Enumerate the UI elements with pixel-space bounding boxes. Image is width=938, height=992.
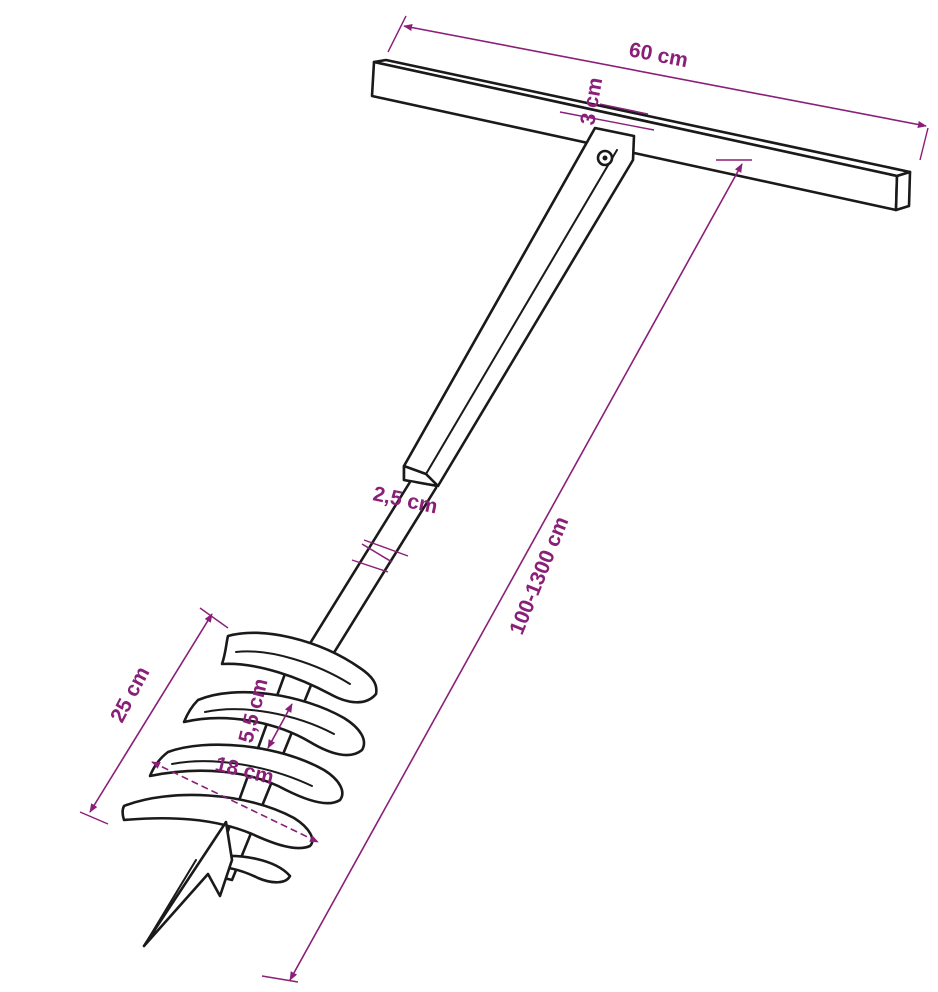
label-total-length: 100-1300 cm [505,513,573,637]
label-handle-width: 60 cm [627,38,690,72]
handle-bolt-icon [596,149,614,167]
label-auger-length: 25 cm [106,663,154,726]
t-handle-bar [370,58,912,212]
upper-shaft [402,126,636,488]
